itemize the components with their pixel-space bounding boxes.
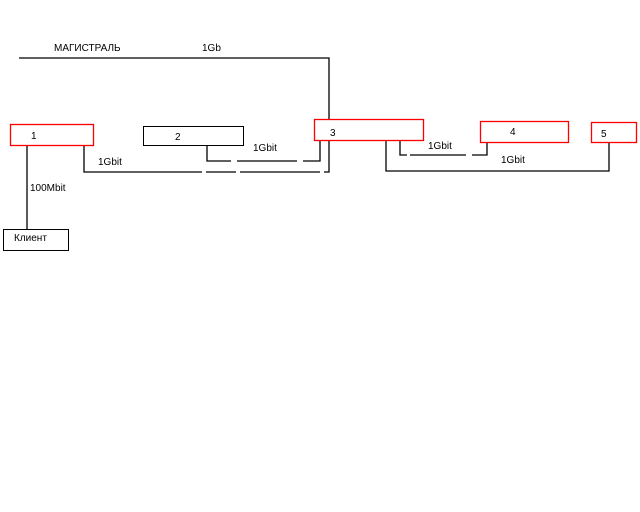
switch-3-label: 3 xyxy=(330,128,336,139)
switch-3-box[interactable] xyxy=(313,118,425,142)
link-n2-n3-label: 1Gbit xyxy=(253,143,277,154)
link-n2-n3 xyxy=(206,140,321,162)
client-box[interactable] xyxy=(3,229,69,251)
switch-1-label: 1 xyxy=(31,131,37,142)
switch-4-label: 4 xyxy=(510,127,516,138)
switch-5-box[interactable] xyxy=(590,121,638,144)
switch-2-box[interactable] xyxy=(143,126,244,146)
link-n3-n4 xyxy=(399,140,488,156)
client-link-label: 100Mbit xyxy=(30,183,66,194)
backbone-speed-label: 1Gb xyxy=(202,43,221,54)
switch-4-box[interactable] xyxy=(479,120,570,144)
link-n3-n4-label: 1Gbit xyxy=(428,141,452,152)
switch-2-label: 2 xyxy=(175,132,181,143)
client-label: Клиент xyxy=(14,233,47,244)
link-n3-n5 xyxy=(385,140,610,172)
link-n1-n3-label: 1Gbit xyxy=(98,157,122,168)
switch-5-label: 5 xyxy=(601,129,607,140)
backbone-line xyxy=(19,57,330,119)
backbone-title: МАГИСТРАЛЬ xyxy=(54,43,121,54)
switch-1-box[interactable] xyxy=(9,123,95,147)
link-n3-n5-label: 1Gbit xyxy=(501,155,525,166)
link-n1-n3 xyxy=(83,140,330,173)
